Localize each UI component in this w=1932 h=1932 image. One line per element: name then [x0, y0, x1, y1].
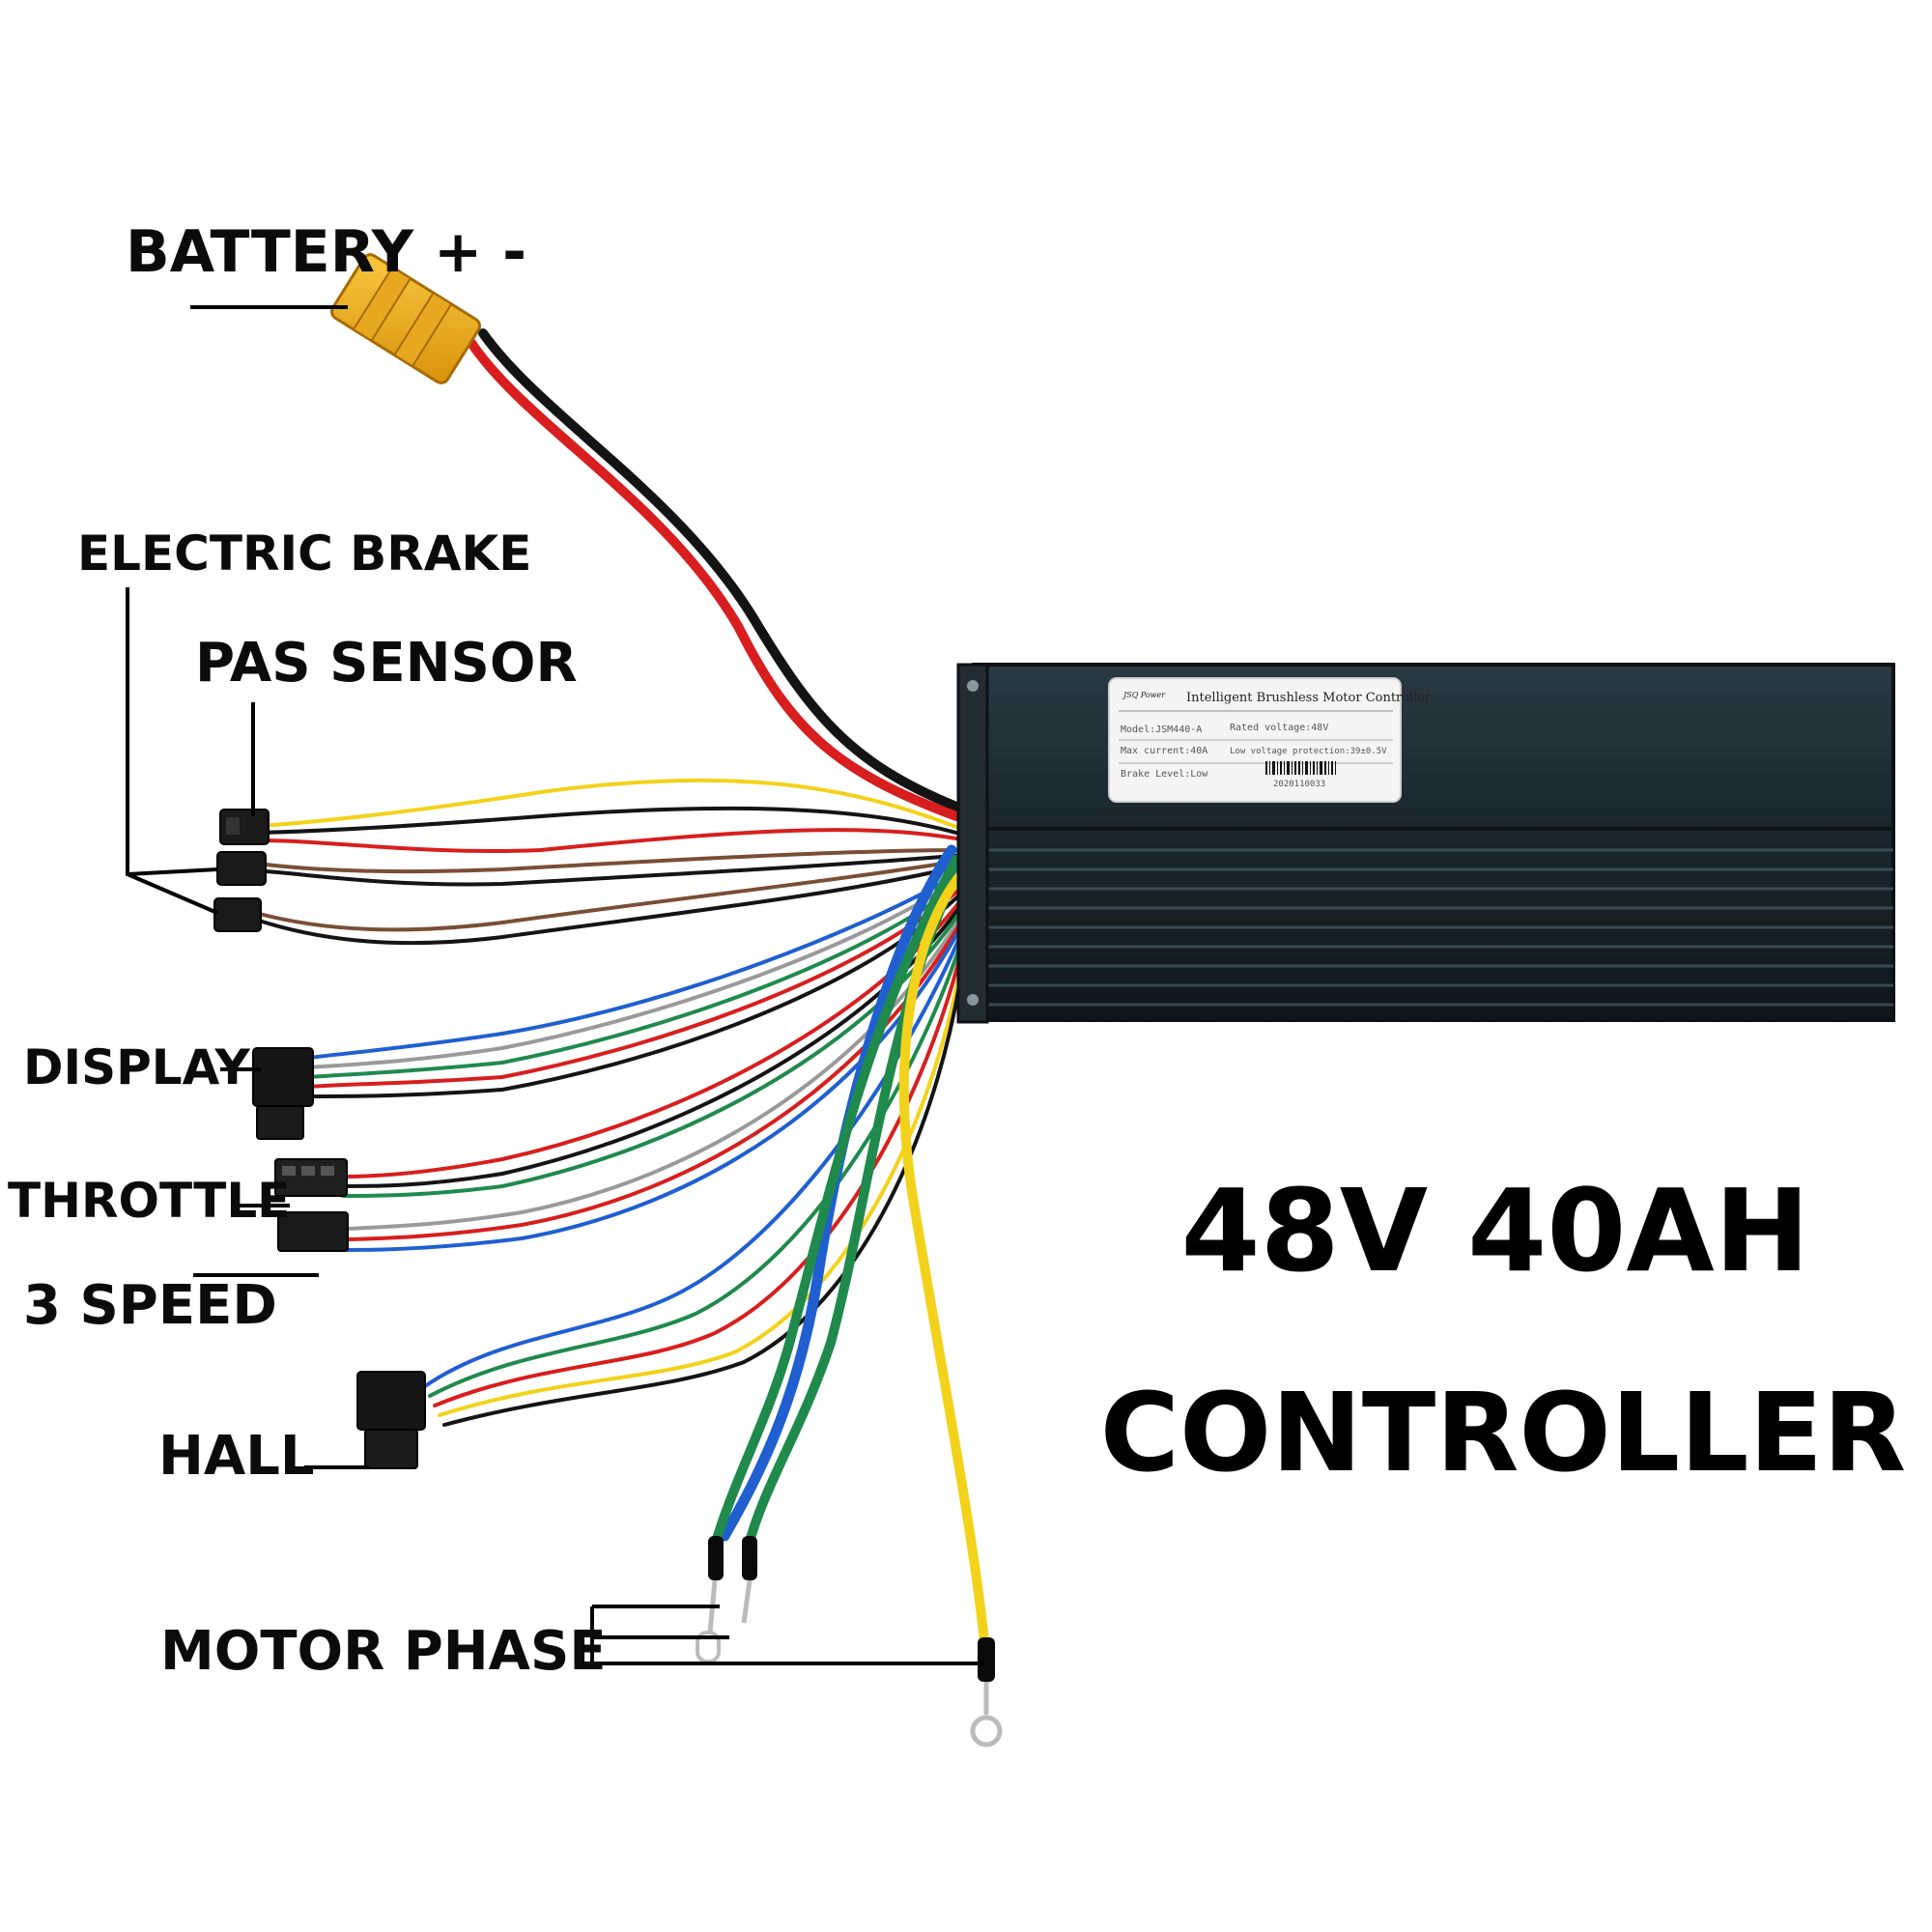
- phase-green-wire-1: [710, 855, 961, 1550]
- battery-black-wire: [478, 328, 961, 811]
- display-connector: [252, 1047, 314, 1140]
- battery-xt-connector: [330, 253, 481, 384]
- leader-lines: [126, 305, 983, 1665]
- headline: 48V 40AH CONTROLLER: [1100, 1164, 1906, 1496]
- throttle-connector: [274, 1158, 348, 1197]
- nameplate-brake-level: Brake Level:Low: [1121, 769, 1208, 780]
- barcode: [1265, 761, 1336, 775]
- nameplate-model: Model:JSM440-A: [1121, 724, 1202, 735]
- motor-phase-leader: [590, 1606, 983, 1665]
- phase-terminal-yellow: [970, 1637, 1003, 1747]
- phase-yellow-wire: [898, 869, 990, 1657]
- pas-sensor-label: PAS SENSOR: [195, 632, 578, 695]
- nameplate-low-voltage: Low voltage protection:39±0.5V: [1230, 747, 1387, 756]
- electric-brake-label: ELECTRIC BRAKE: [77, 526, 531, 582]
- nameplate-max-current: Max current:40A: [1121, 746, 1208, 756]
- battery-label: BATTERY + -: [126, 218, 526, 286]
- nameplate-sticker: JSQ Power Intelligent Brushless Motor Co…: [1108, 677, 1432, 803]
- heat-sink-fins: [985, 848, 1893, 1007]
- controller-housing: [956, 663, 1895, 1024]
- hall-connector: [356, 1371, 426, 1469]
- nameplate-brand: JSQ Power: [1122, 691, 1166, 699]
- throttle-label: THROTTLE: [8, 1173, 290, 1229]
- headline-controller: CONTROLLER: [1100, 1371, 1906, 1496]
- phase-terminal-green-2: [741, 1536, 757, 1624]
- three-speed-connector: [277, 1211, 349, 1252]
- nameplate-title: Intelligent Brushless Motor Controller: [1186, 691, 1432, 705]
- motor-phase-label: MOTOR PHASE: [160, 1620, 607, 1683]
- housing-fins: [972, 827, 1895, 1022]
- battery-red-wire: [467, 338, 961, 821]
- electric-brake-connector-1: [216, 851, 267, 886]
- phase-terminal-green-1: [696, 1536, 724, 1663]
- callout-labels: BATTERY + - ELECTRIC BRAKE PAS SENSOR DI…: [8, 218, 607, 1683]
- nameplate-rated-voltage: Rated voltage:48V: [1230, 723, 1328, 733]
- display-label: DISPLAY: [23, 1039, 251, 1095]
- hall-label: HALL: [158, 1425, 315, 1488]
- pas-sensor-connector: [219, 809, 270, 845]
- electric-brake-connector-2: [213, 897, 262, 932]
- nameplate-serial: 2020110033: [1273, 780, 1325, 789]
- headline-voltage-capacity: 48V 40AH: [1181, 1164, 1810, 1297]
- phase-blue-wire: [719, 844, 957, 1542]
- end-cap: [956, 663, 989, 1024]
- three-speed-label: 3 SPEED: [23, 1274, 277, 1337]
- electric-brake-leader-2: [127, 867, 218, 876]
- wire-harness: [254, 328, 990, 1657]
